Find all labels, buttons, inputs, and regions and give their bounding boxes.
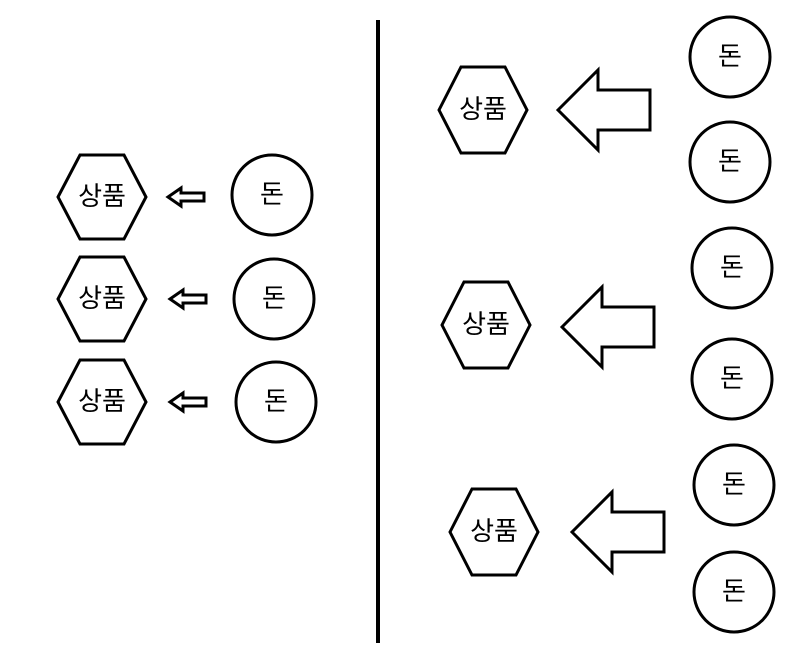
money-label: 돈: [718, 147, 742, 177]
money-circle: [690, 337, 774, 421]
money-circle: [230, 153, 314, 237]
arrow-left-icon: [559, 283, 656, 371]
money-label: 돈: [720, 253, 744, 283]
arrow-left-icon: [167, 390, 208, 414]
goods-label: 상품: [78, 387, 126, 417]
arrow-left-icon: [167, 287, 208, 311]
goods-hexagon: [440, 280, 532, 370]
money-label: 돈: [722, 470, 746, 500]
goods-label: 상품: [459, 95, 507, 125]
money-circle: [688, 15, 772, 99]
money-label: 돈: [722, 577, 746, 607]
money-label: 돈: [720, 364, 744, 394]
money-circle: [692, 550, 776, 634]
goods-hexagon: [56, 358, 148, 446]
goods-hexagon: [56, 153, 148, 241]
money-label: 돈: [262, 284, 286, 314]
arrow-left-icon: [555, 66, 652, 154]
goods-hexagon: [56, 255, 148, 343]
money-circle: [232, 257, 316, 341]
arrow-left-icon: [165, 185, 206, 209]
money-circle: [688, 120, 772, 204]
money-label: 돈: [718, 42, 742, 72]
money-label: 돈: [264, 387, 288, 417]
money-circle: [692, 443, 776, 527]
goods-label: 상품: [462, 310, 510, 340]
money-circle: [690, 226, 774, 310]
goods-hexagon: [437, 65, 529, 155]
money-circle: [234, 360, 318, 444]
goods-label: 상품: [78, 182, 126, 212]
money-label: 돈: [260, 180, 284, 210]
goods-hexagon: [448, 487, 540, 577]
goods-label: 상품: [78, 284, 126, 314]
arrow-left-icon: [569, 488, 666, 576]
goods-label: 상품: [470, 517, 518, 547]
